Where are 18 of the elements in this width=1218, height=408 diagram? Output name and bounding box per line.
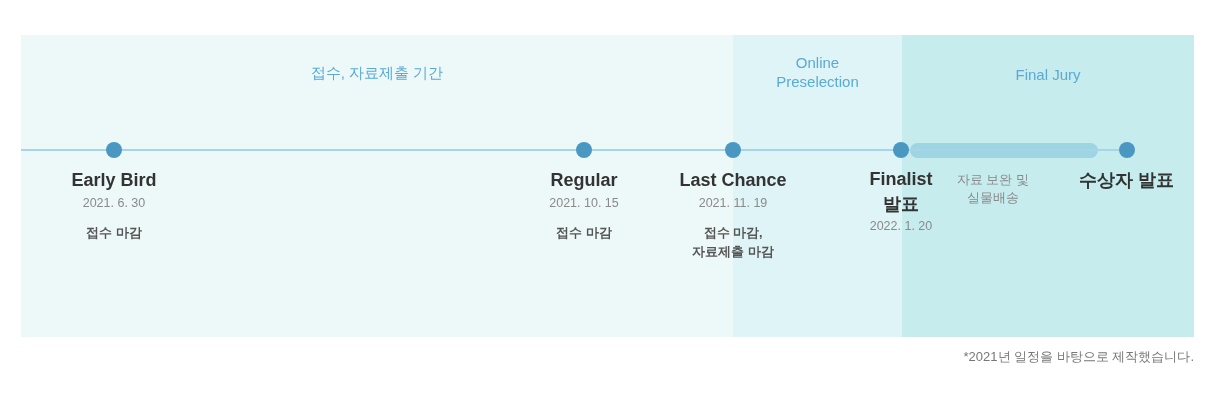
milestone-title: Finalist 발표 — [868, 168, 934, 216]
milestone-title: 수상자 발표 — [1078, 169, 1176, 192]
milestone-date: 2021. 6. 30 — [81, 195, 147, 211]
duration-bar — [910, 142, 1098, 158]
phase-heading: Final Jury — [1014, 65, 1082, 84]
milestone-note: 접수 마감 — [85, 225, 143, 242]
milestone-note: 접수 마감 — [555, 225, 613, 242]
milestone-title: Early Bird — [70, 169, 158, 192]
milestone-date: 2021. 10. 15 — [548, 195, 620, 211]
milestone-date: 2021. 11. 19 — [697, 195, 769, 211]
period-note: 자료 보완 및 실물배송 — [955, 170, 1031, 207]
milestone-note: 접수 마감, 자료제출 마감 — [691, 225, 775, 261]
milestone-date: 2022. 1. 20 — [868, 218, 934, 234]
milestone-title: Last Chance — [678, 169, 788, 192]
footnote: *2021년 일정을 바탕으로 제작했습니다. — [963, 348, 1194, 366]
phase-heading: 접수, 자료제출 기간 — [309, 63, 445, 82]
phase-heading: Online Preselection — [775, 53, 860, 91]
milestone-title: Regular — [549, 169, 619, 192]
